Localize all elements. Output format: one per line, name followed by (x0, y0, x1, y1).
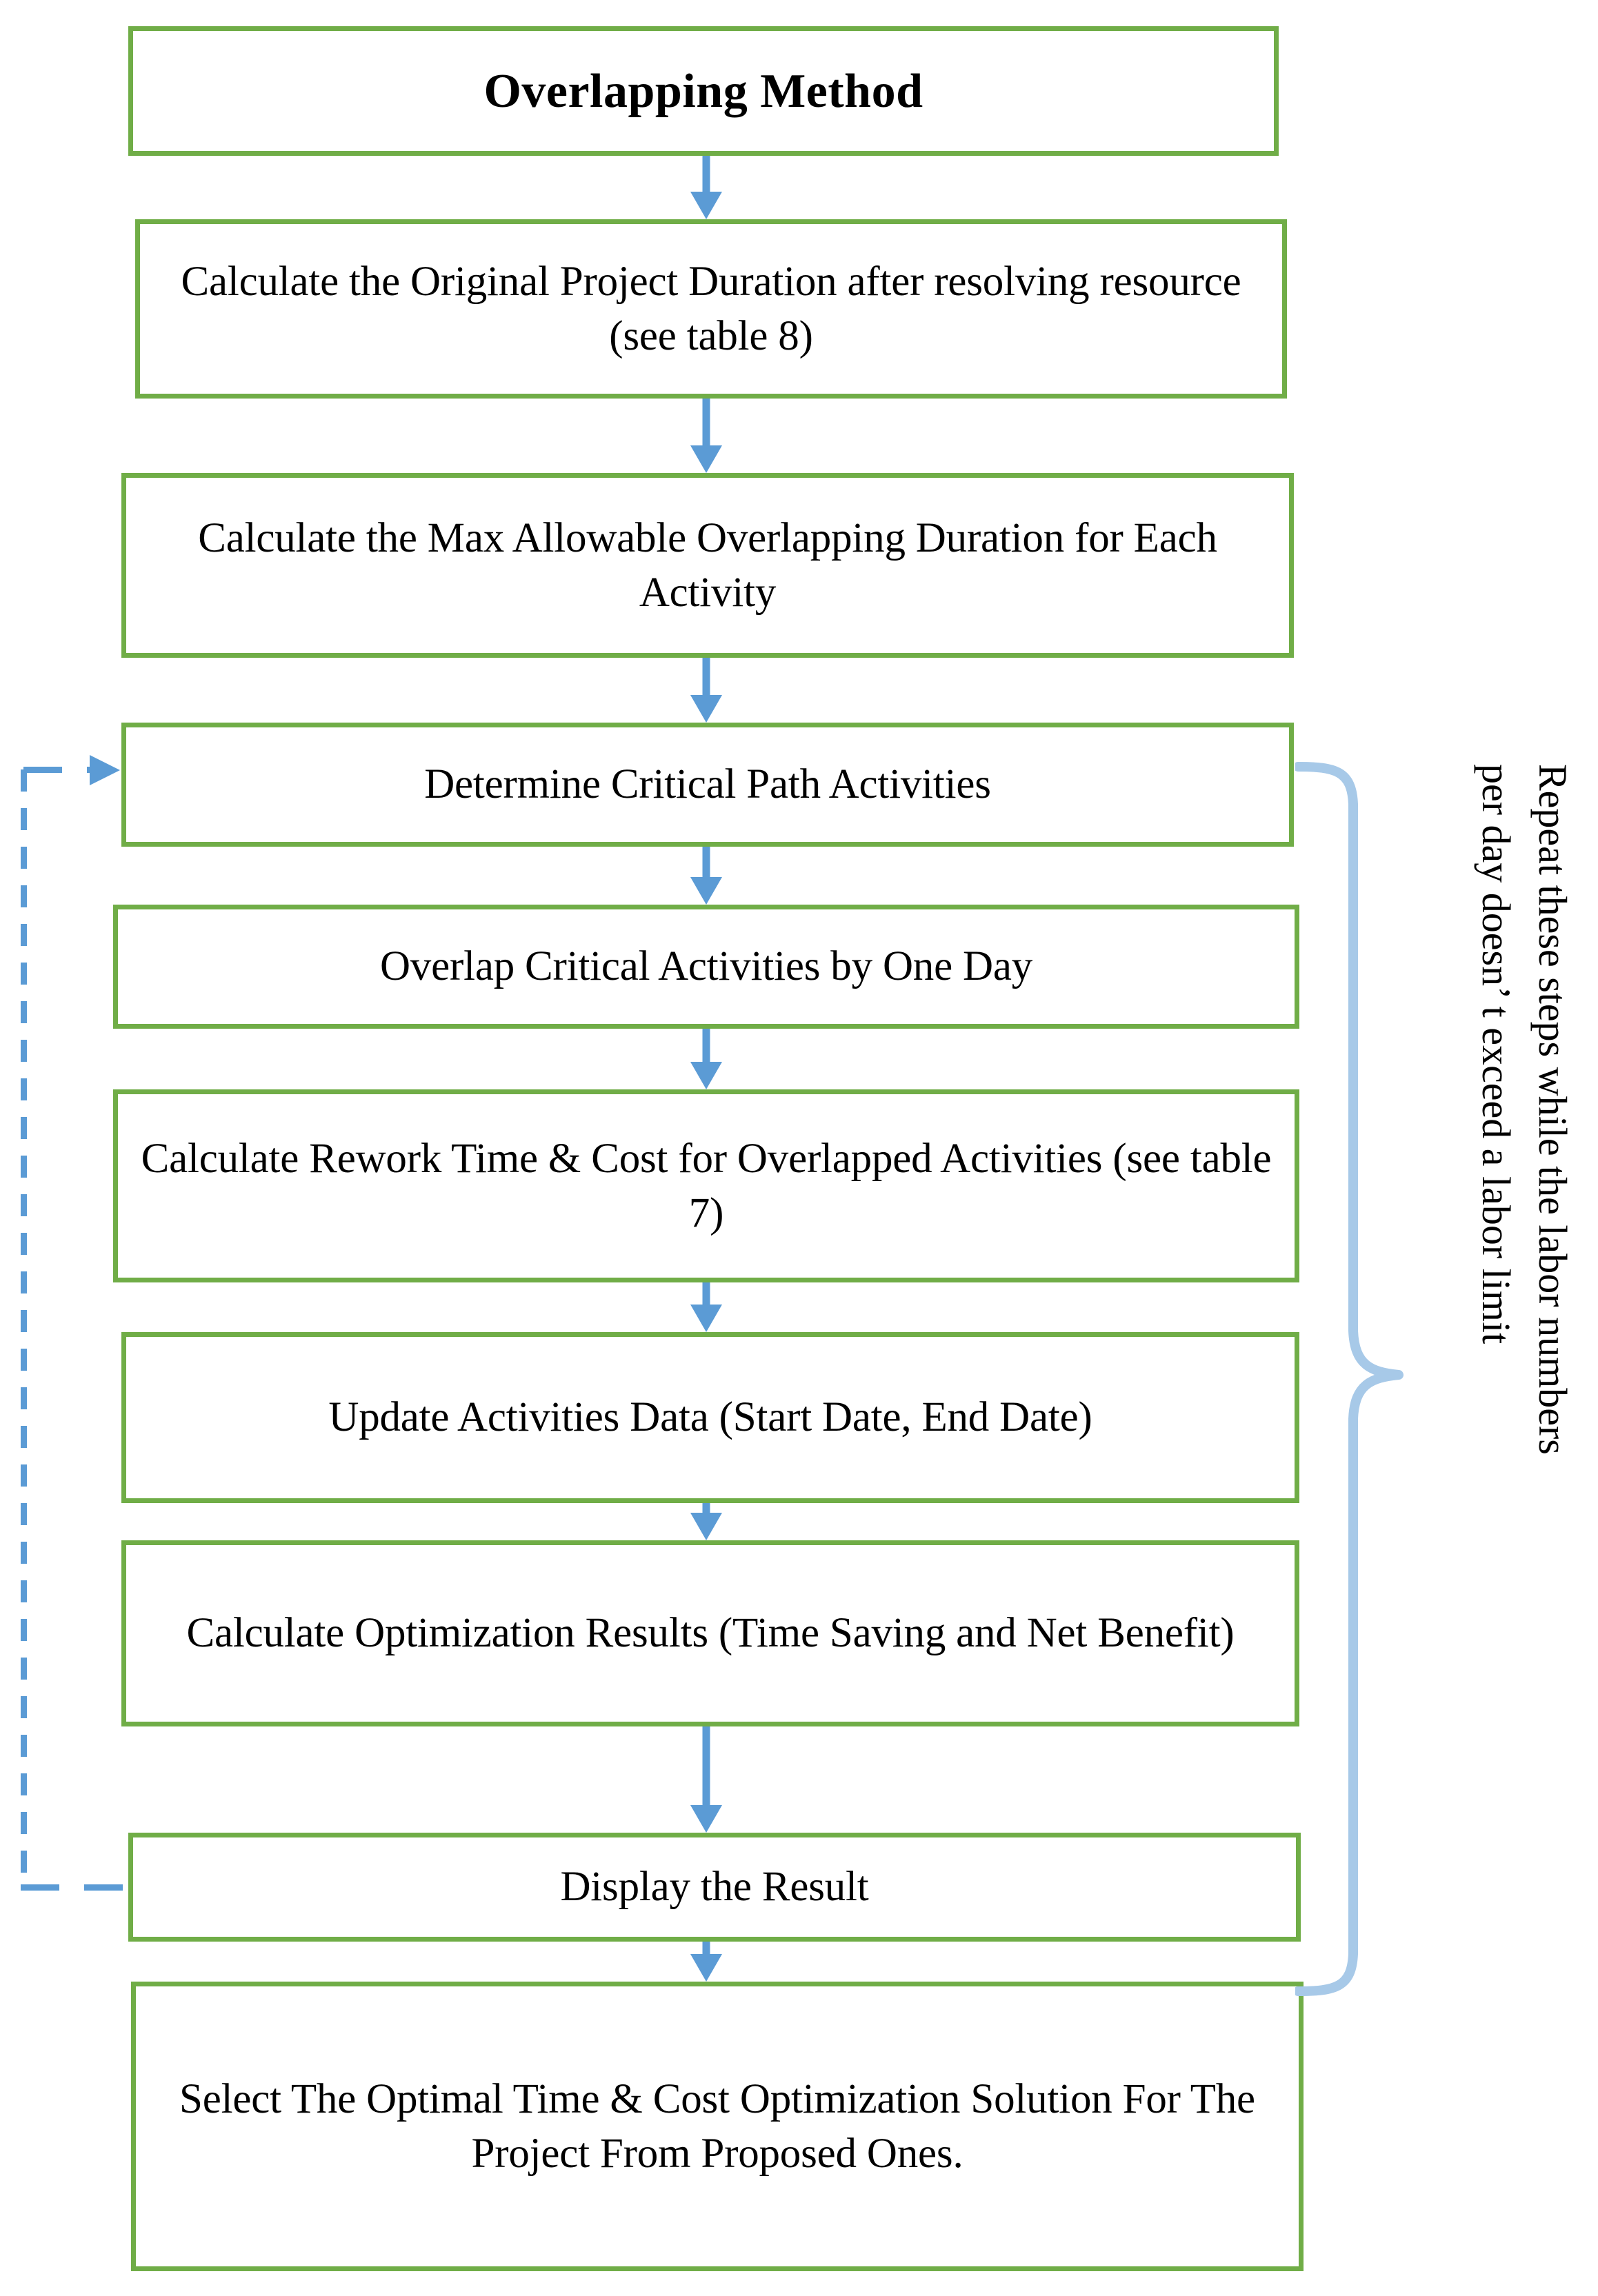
flow-node-rework[interactable]: Calculate Rework Time & Cost for Overlap… (113, 1089, 1299, 1282)
flow-node-optimization-label: Calculate Optimization Results (Time Sav… (186, 1610, 1235, 1657)
flow-node-rework-label: Calculate Rework Time & Cost for Overlap… (141, 1135, 1272, 1236)
flow-node-max-overlap[interactable]: Calculate the Max Allowable Overlapping … (121, 473, 1294, 658)
arrow-overlap-one-day-to-rework (690, 1029, 722, 1089)
arrow-display-result-to-select-optimal (690, 1942, 722, 1982)
flow-node-overlap-one-day[interactable]: Overlap Critical Activities by One Day (113, 905, 1299, 1029)
flow-node-select-optimal-label: Select The Optimal Time & Cost Optimizat… (179, 2075, 1255, 2177)
flow-node-title-label: Overlapping Method (483, 64, 923, 118)
flow-node-update-data[interactable]: Update Activities Data (Start Date, End … (121, 1332, 1299, 1503)
arrow-optimization-to-display-result (690, 1726, 722, 1833)
flow-node-overlap-one-day-label: Overlap Critical Activities by One Day (379, 943, 1033, 990)
arrow-critical-path-to-overlap-one-day (690, 847, 722, 905)
flow-node-select-optimal[interactable]: Select The Optimal Time & Cost Optimizat… (131, 1982, 1304, 2271)
feedback-loop-vertical-segment (21, 769, 27, 1888)
flow-node-original-duration-label: Calculate the Original Project Duration … (181, 258, 1241, 359)
repeat-condition-note-line-2: per day doesn’ t exceed a labor limit (1473, 764, 1519, 1345)
flow-node-optimization[interactable]: Calculate Optimization Results (Time Sav… (121, 1540, 1299, 1726)
repeat-condition-note-line-1: Repeat these steps while the labor numbe… (1530, 764, 1575, 1455)
flow-node-display-result[interactable]: Display the Result (128, 1833, 1301, 1942)
flow-node-max-overlap-label: Calculate the Max Allowable Overlapping … (198, 514, 1217, 616)
repeat-condition-note: Repeat these steps while the labor numbe… (1467, 764, 1581, 1881)
feedback-loop-bottom-segment (21, 1884, 131, 1891)
flow-node-original-duration[interactable]: Calculate the Original Project Duration … (135, 219, 1287, 399)
flow-node-critical-path[interactable]: Determine Critical Path Activities (121, 723, 1294, 847)
feedback-loop-top-segment (23, 767, 101, 773)
arrow-max-overlap-to-critical-path (690, 658, 722, 723)
feedback-loop-arrow-head-icon (90, 755, 120, 785)
arrow-original-duration-to-max-overlap (690, 399, 722, 473)
arrow-update-data-to-optimization (690, 1503, 722, 1540)
repeat-scope-brace (1295, 758, 1426, 2000)
flow-node-critical-path-label: Determine Critical Path Activities (424, 761, 991, 808)
flow-node-title[interactable]: Overlapping Method (128, 26, 1279, 156)
flow-node-display-result-label: Display the Result (560, 1864, 869, 1911)
arrow-title-to-original-duration (690, 156, 722, 219)
flow-node-update-data-label: Update Activities Data (Start Date, End … (328, 1394, 1092, 1441)
arrow-rework-to-update-data (690, 1282, 722, 1332)
